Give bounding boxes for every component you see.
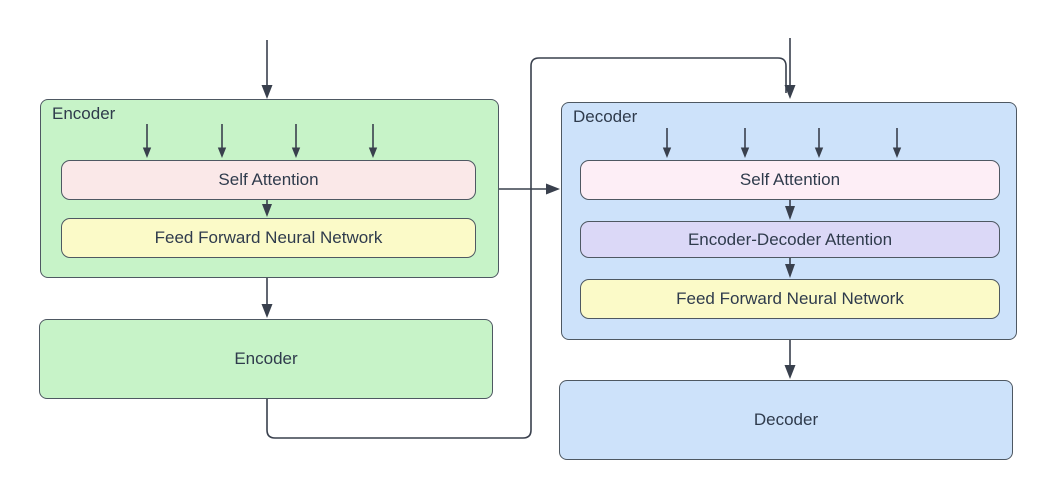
- encoder-ffnn-label: Feed Forward Neural Network: [154, 228, 383, 247]
- decoder-block: Decoder: [559, 380, 1013, 460]
- arrow-decoder-group-to-block-icon: [784, 340, 796, 379]
- decoder-self-attention-label: Self Attention: [739, 170, 841, 189]
- decoder-ffnn-label: Feed Forward Neural Network: [676, 289, 904, 308]
- decoder-self-attention-box: Self Attention: [580, 160, 1000, 200]
- encoder-self-attention-box: Self Attention: [61, 160, 476, 200]
- encoder-block-label: Encoder: [234, 349, 298, 368]
- decoder-group-label: Decoder: [573, 107, 638, 126]
- arrow-input-to-encoder-icon: [261, 40, 273, 99]
- arrow-encoder-group-to-block-icon: [261, 278, 273, 318]
- arrow-input-to-decoder-icon: [784, 38, 796, 99]
- encoder-block: Encoder: [39, 319, 493, 399]
- decoder-block-label: Decoder: [753, 410, 819, 429]
- encoder-self-attention-label: Self Attention: [218, 170, 319, 189]
- encoder-ffnn-box: Feed Forward Neural Network: [61, 218, 476, 258]
- arrow-encoder-to-decoder-icon: [499, 183, 560, 195]
- encoder-group-label: Encoder: [52, 104, 116, 123]
- encoder-decoder-attention-label: Encoder-Decoder Attention: [687, 229, 893, 249]
- encoder-decoder-attention-box: Encoder-Decoder Attention: [580, 221, 1000, 258]
- decoder-ffnn-box: Feed Forward Neural Network: [580, 279, 1000, 319]
